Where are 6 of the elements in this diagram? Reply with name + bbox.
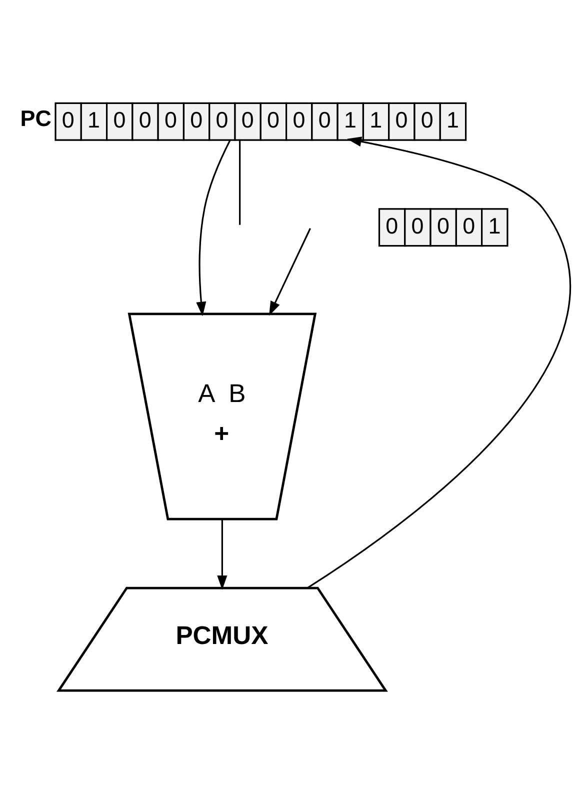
arrow [269,228,311,316]
arrow [217,519,228,590]
connector [239,138,241,224]
arrow [307,136,570,588]
arrow [196,138,232,316]
node-label: PC [20,105,52,130]
